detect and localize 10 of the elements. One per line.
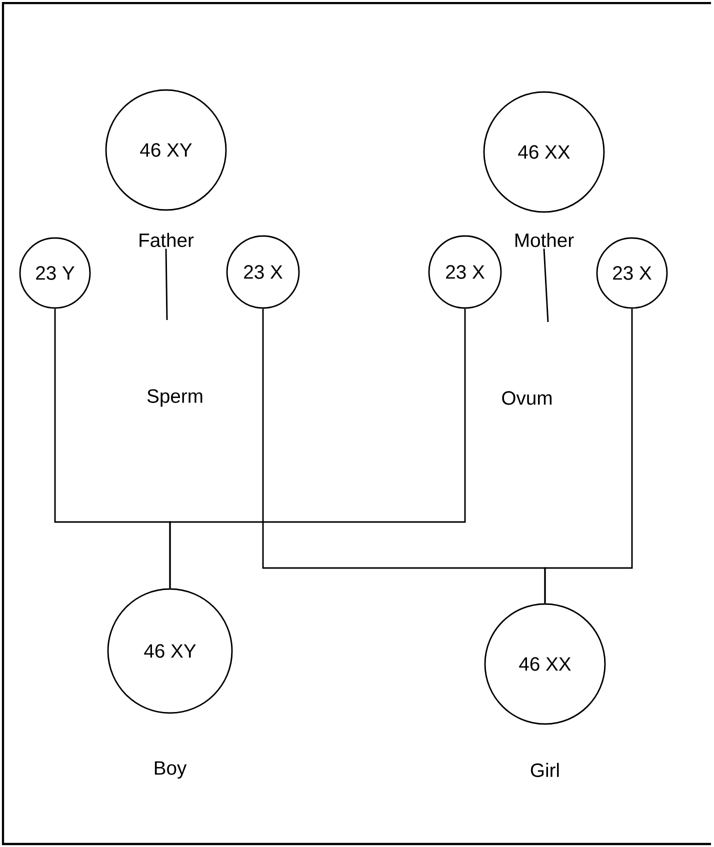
cell-label: Sperm (147, 389, 202, 407)
person-label: Mother (516, 232, 574, 248)
cell-label: Ovum (502, 391, 552, 405)
connector-line (543, 248, 549, 322)
person-label: Boy (154, 761, 187, 779)
connector-line (169, 308, 466, 588)
connector-line (544, 308, 633, 604)
connector-line (165, 248, 168, 320)
person-label: Girl (530, 762, 559, 778)
person-label: Father (140, 232, 194, 248)
